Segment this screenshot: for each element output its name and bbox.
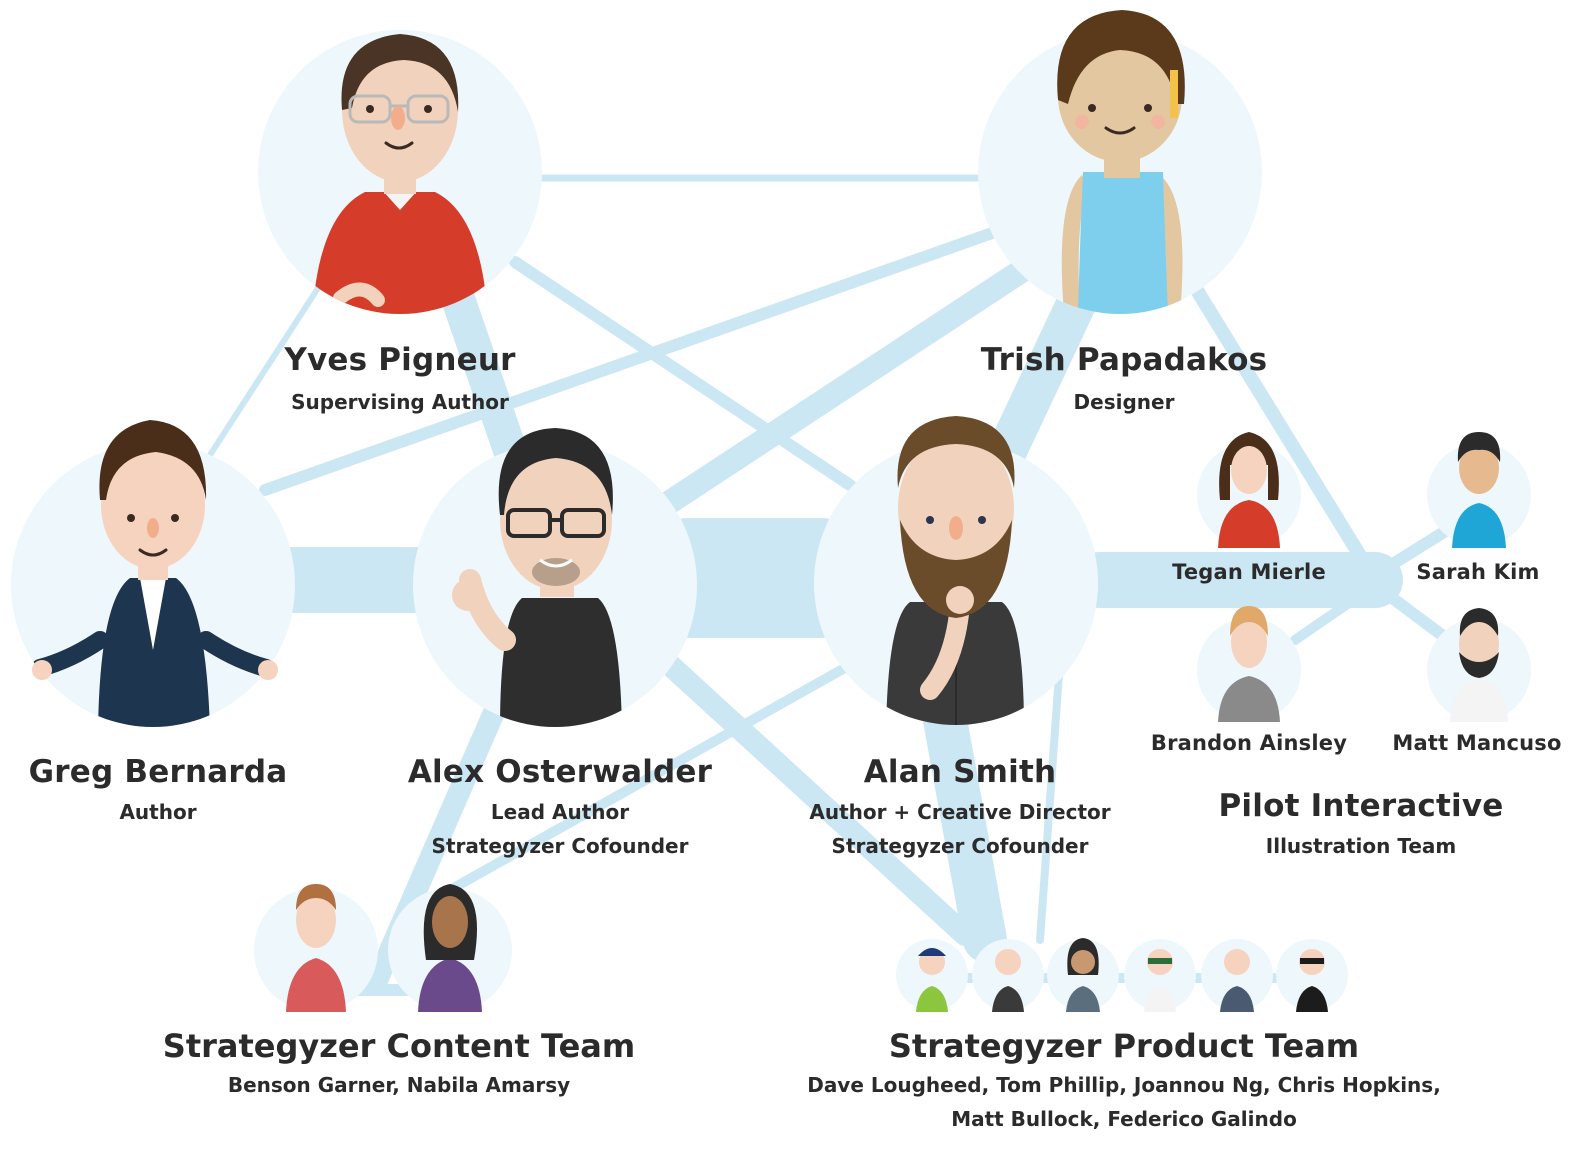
trish-avatar: [1057, 10, 1185, 314]
trish-role: Designer: [1073, 390, 1175, 414]
link-alan-product-thin: [1036, 656, 1064, 944]
sarah-name: Sarah Kim: [1416, 560, 1540, 584]
link-trish-greg: [259, 226, 1001, 496]
product-team-members-1: Dave Lougheed, Tom Phillip, Joannou Ng, …: [807, 1073, 1441, 1097]
alan-role-1: Author + Creative Director: [809, 800, 1111, 824]
link-pilot-brandon: [1290, 580, 1380, 645]
matt-mancuso-name: Matt Mancuso: [1392, 731, 1562, 755]
pilot-team-role: Illustration Team: [1265, 834, 1457, 858]
alex-name: Alex Osterwalder: [407, 754, 713, 790]
alex-role-2: Strategyzer Cofounder: [431, 834, 689, 858]
link-alan-content: [445, 660, 855, 895]
greg-name: Greg Bernarda: [28, 754, 288, 790]
yves-avatar: [312, 34, 488, 314]
link-trish-pilot: [1191, 285, 1382, 587]
content-team-avatars: [254, 884, 512, 1012]
product-team-avatars: [896, 938, 1348, 1012]
link-yves-alan: [509, 256, 856, 491]
link-trish-alex: [658, 250, 1047, 514]
yves-name: Yves Pigneur: [284, 342, 516, 378]
yves-role: Supervising Author: [291, 390, 509, 414]
brandon-name: Brandon Ainsley: [1150, 731, 1348, 755]
tegan-name: Tegan Mierle: [1172, 560, 1326, 584]
link-yves-greg: [207, 282, 323, 458]
connection-links: [207, 174, 1466, 996]
content-team-members: Benson Garner, Nabila Amarsy: [227, 1073, 571, 1097]
content-team-name: Strategyzer Content Team: [162, 1027, 636, 1065]
product-team-name: Strategyzer Product Team: [888, 1027, 1360, 1065]
alan-role-2: Strategyzer Cofounder: [831, 834, 1089, 858]
alex-avatar: [452, 428, 622, 727]
link-alan-product: [923, 698, 1007, 962]
pilot-team-avatars: [1197, 432, 1531, 722]
link-alex-product: [659, 654, 976, 946]
alan-avatar: [886, 416, 1024, 725]
greg-role: Author: [119, 800, 197, 824]
product-team-members-2: Matt Bullock, Federico Galindo: [951, 1107, 1297, 1131]
link-trish-alan: [985, 280, 1098, 475]
alan-name: Alan Smith: [863, 754, 1057, 790]
alex-role-1: Lead Author: [490, 800, 630, 824]
link-yves-alex: [438, 273, 527, 467]
greg-avatar: [31, 420, 278, 727]
trish-name: Trish Papadakos: [980, 342, 1268, 378]
pilot-team-name: Pilot Interactive: [1218, 788, 1504, 824]
